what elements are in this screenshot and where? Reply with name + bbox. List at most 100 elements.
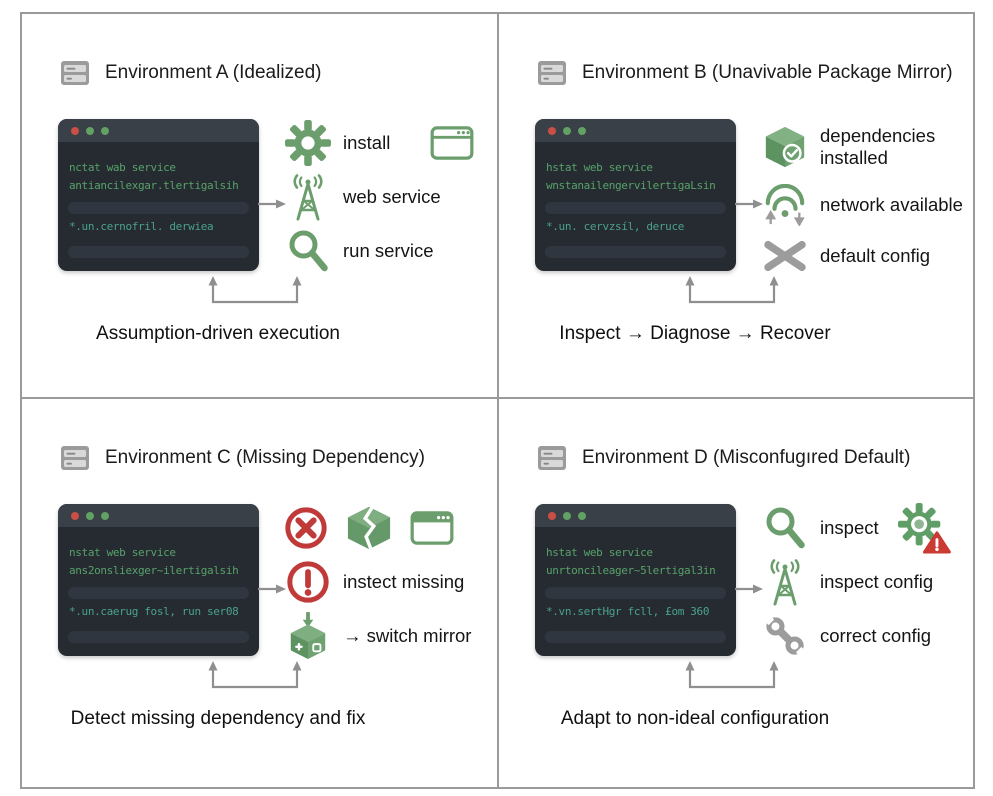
step-row: run service [284,224,474,278]
package-down-arrow-icon [286,611,330,661]
step-label: web service [343,186,441,207]
panel-title: Environment B (Unavivable Package Mirror… [582,62,953,83]
terminal-input-bar [545,202,726,214]
terminal-body: hstat web service wnstanailengervilertig… [535,162,736,258]
terminal-line: *.un. cervzsíl, deruce [546,220,684,233]
terminal-line: hstat web service [546,161,653,174]
terminal-titlebar [535,504,736,527]
panel-b-checks: dependencies installed network available… [761,116,963,280]
check-row: dependencies installed [761,116,951,178]
panel-c-header: Environment C (Missing Dependency) [60,445,425,471]
wifi-arrows-icon [762,184,808,226]
close-dot-icon [71,511,79,520]
step-row: inspect config [761,555,951,609]
panel-environment-c: Environment C (Missing Dependency) nstat… [22,399,499,787]
terminal-line: hstat web service [546,546,653,559]
terminal-window: hstat web service unrtoncileager~5lertig… [535,504,736,656]
package-check-icon [762,124,808,170]
broken-package-icon [345,505,393,551]
step-row: instect missing [284,555,474,609]
panel-caption: Detect missing dependency and fix [70,708,366,729]
panel-b-header: Environment B (Unavivable Package Mirror… [537,60,953,86]
server-icon [60,445,90,471]
terminal-line: nstat web service [69,546,176,559]
step-row: inspect [761,501,951,555]
terminal-input-bar [68,587,249,599]
panel-environment-d: Environment D (Misconfugıred Default) hs… [499,399,973,787]
terminal-line: *.un.cernofril. derwiea [69,220,214,233]
terminal-line: wnstanailengervilertigaLsin [546,179,716,192]
loop-bracket-icon [208,660,304,692]
error-icons-row [284,501,474,555]
magnifier-icon [764,505,806,551]
magnifier-icon [287,228,329,274]
panel-d-header: Environment D (Misconfugıred Default) [537,445,910,471]
terminal-body: nstat web service ans2onsliexger~ilertig… [58,547,259,643]
loop-bracket-icon [685,660,781,692]
step-row: correct config [761,609,951,663]
loop-bracket-icon [685,275,781,307]
close-dot-icon [548,126,556,135]
terminal-line: ans2onsliexger~ilertigalsih [69,564,239,577]
diagram-frame: Environment A (Idealized) nctat wab serv… [20,12,975,789]
panel-d-steps: inspect inspect config correct config [761,501,951,663]
terminal-input-bar [545,631,726,643]
browser-window-icon [430,126,474,160]
step-label: correct config [820,625,932,646]
terminal-line: *.un.caerug fosl, run ser08 [69,605,239,618]
loop-bracket-icon [208,275,304,307]
flow-arrow-icon [258,197,286,211]
terminal-window: hstat web service wnstanailengervilertig… [535,119,736,271]
check-row: network available [761,178,963,232]
terminal-line: unrtoncileager~5lertigal3in [546,564,716,577]
terminal-line: nctat wab service [69,161,176,174]
panel-title: Environment C (Missing Dependency) [105,447,425,468]
zoom-dot-icon [101,126,109,135]
flow-arrow-icon [258,582,286,596]
terminal-input-bar [68,202,249,214]
flow-arrow-icon [735,582,763,596]
panel-a-steps: install web service run service [284,116,474,278]
check-label-line: installed [820,147,888,168]
step-label: run service [343,240,434,261]
terminal-window: nctat wab service antiancilexgar.tlertig… [58,119,259,271]
check-label: network available [820,194,963,215]
minimize-dot-icon [563,511,571,520]
step-row: install [284,116,474,170]
zoom-dot-icon [578,511,586,520]
panel-environment-b: Environment B (Unavivable Package Mirror… [499,14,973,399]
wrench-icon [763,614,807,658]
terminal-titlebar [58,504,259,527]
terminal-titlebar [58,119,259,142]
terminal-body: nctat wab service antiancilexgar.tlertig… [58,162,259,258]
gear-warning-icon [895,503,951,554]
server-icon [537,60,567,86]
circle-x-icon [284,506,328,550]
server-icon [537,445,567,471]
radio-tower-icon [765,558,805,606]
terminal-titlebar [535,119,736,142]
step-label: → switch mirror [343,625,472,646]
minimize-dot-icon [563,126,571,135]
step-label: install [343,132,391,153]
step-row: web service [284,170,474,224]
terminal-line: *.vn.sertHgr fcll, £om 360 [546,605,710,618]
check-label-line: dependencies [820,125,936,146]
panel-caption: Adapt to non-ideal configuration [560,708,830,729]
step-label: inspect [820,517,879,538]
zoom-dot-icon [101,511,109,520]
terminal-input-bar [68,246,249,258]
flow-arrow-icon [735,197,763,211]
gear-icon [285,120,331,166]
step-label: instect missing [343,571,465,592]
radio-tower-icon [288,173,328,221]
cross-icon [763,240,807,272]
panel-a-header: Environment A (Idealized) [60,60,322,86]
zoom-dot-icon [578,126,586,135]
terminal-line: antiancilexgar.tlertigalsih [69,179,239,192]
panel-title: Environment A (Idealized) [105,62,322,83]
close-dot-icon [548,511,556,520]
circle-exclamation-icon [286,560,330,604]
close-dot-icon [71,126,79,135]
terminal-body: hstat web service unrtoncileager~5lertig… [535,547,736,643]
